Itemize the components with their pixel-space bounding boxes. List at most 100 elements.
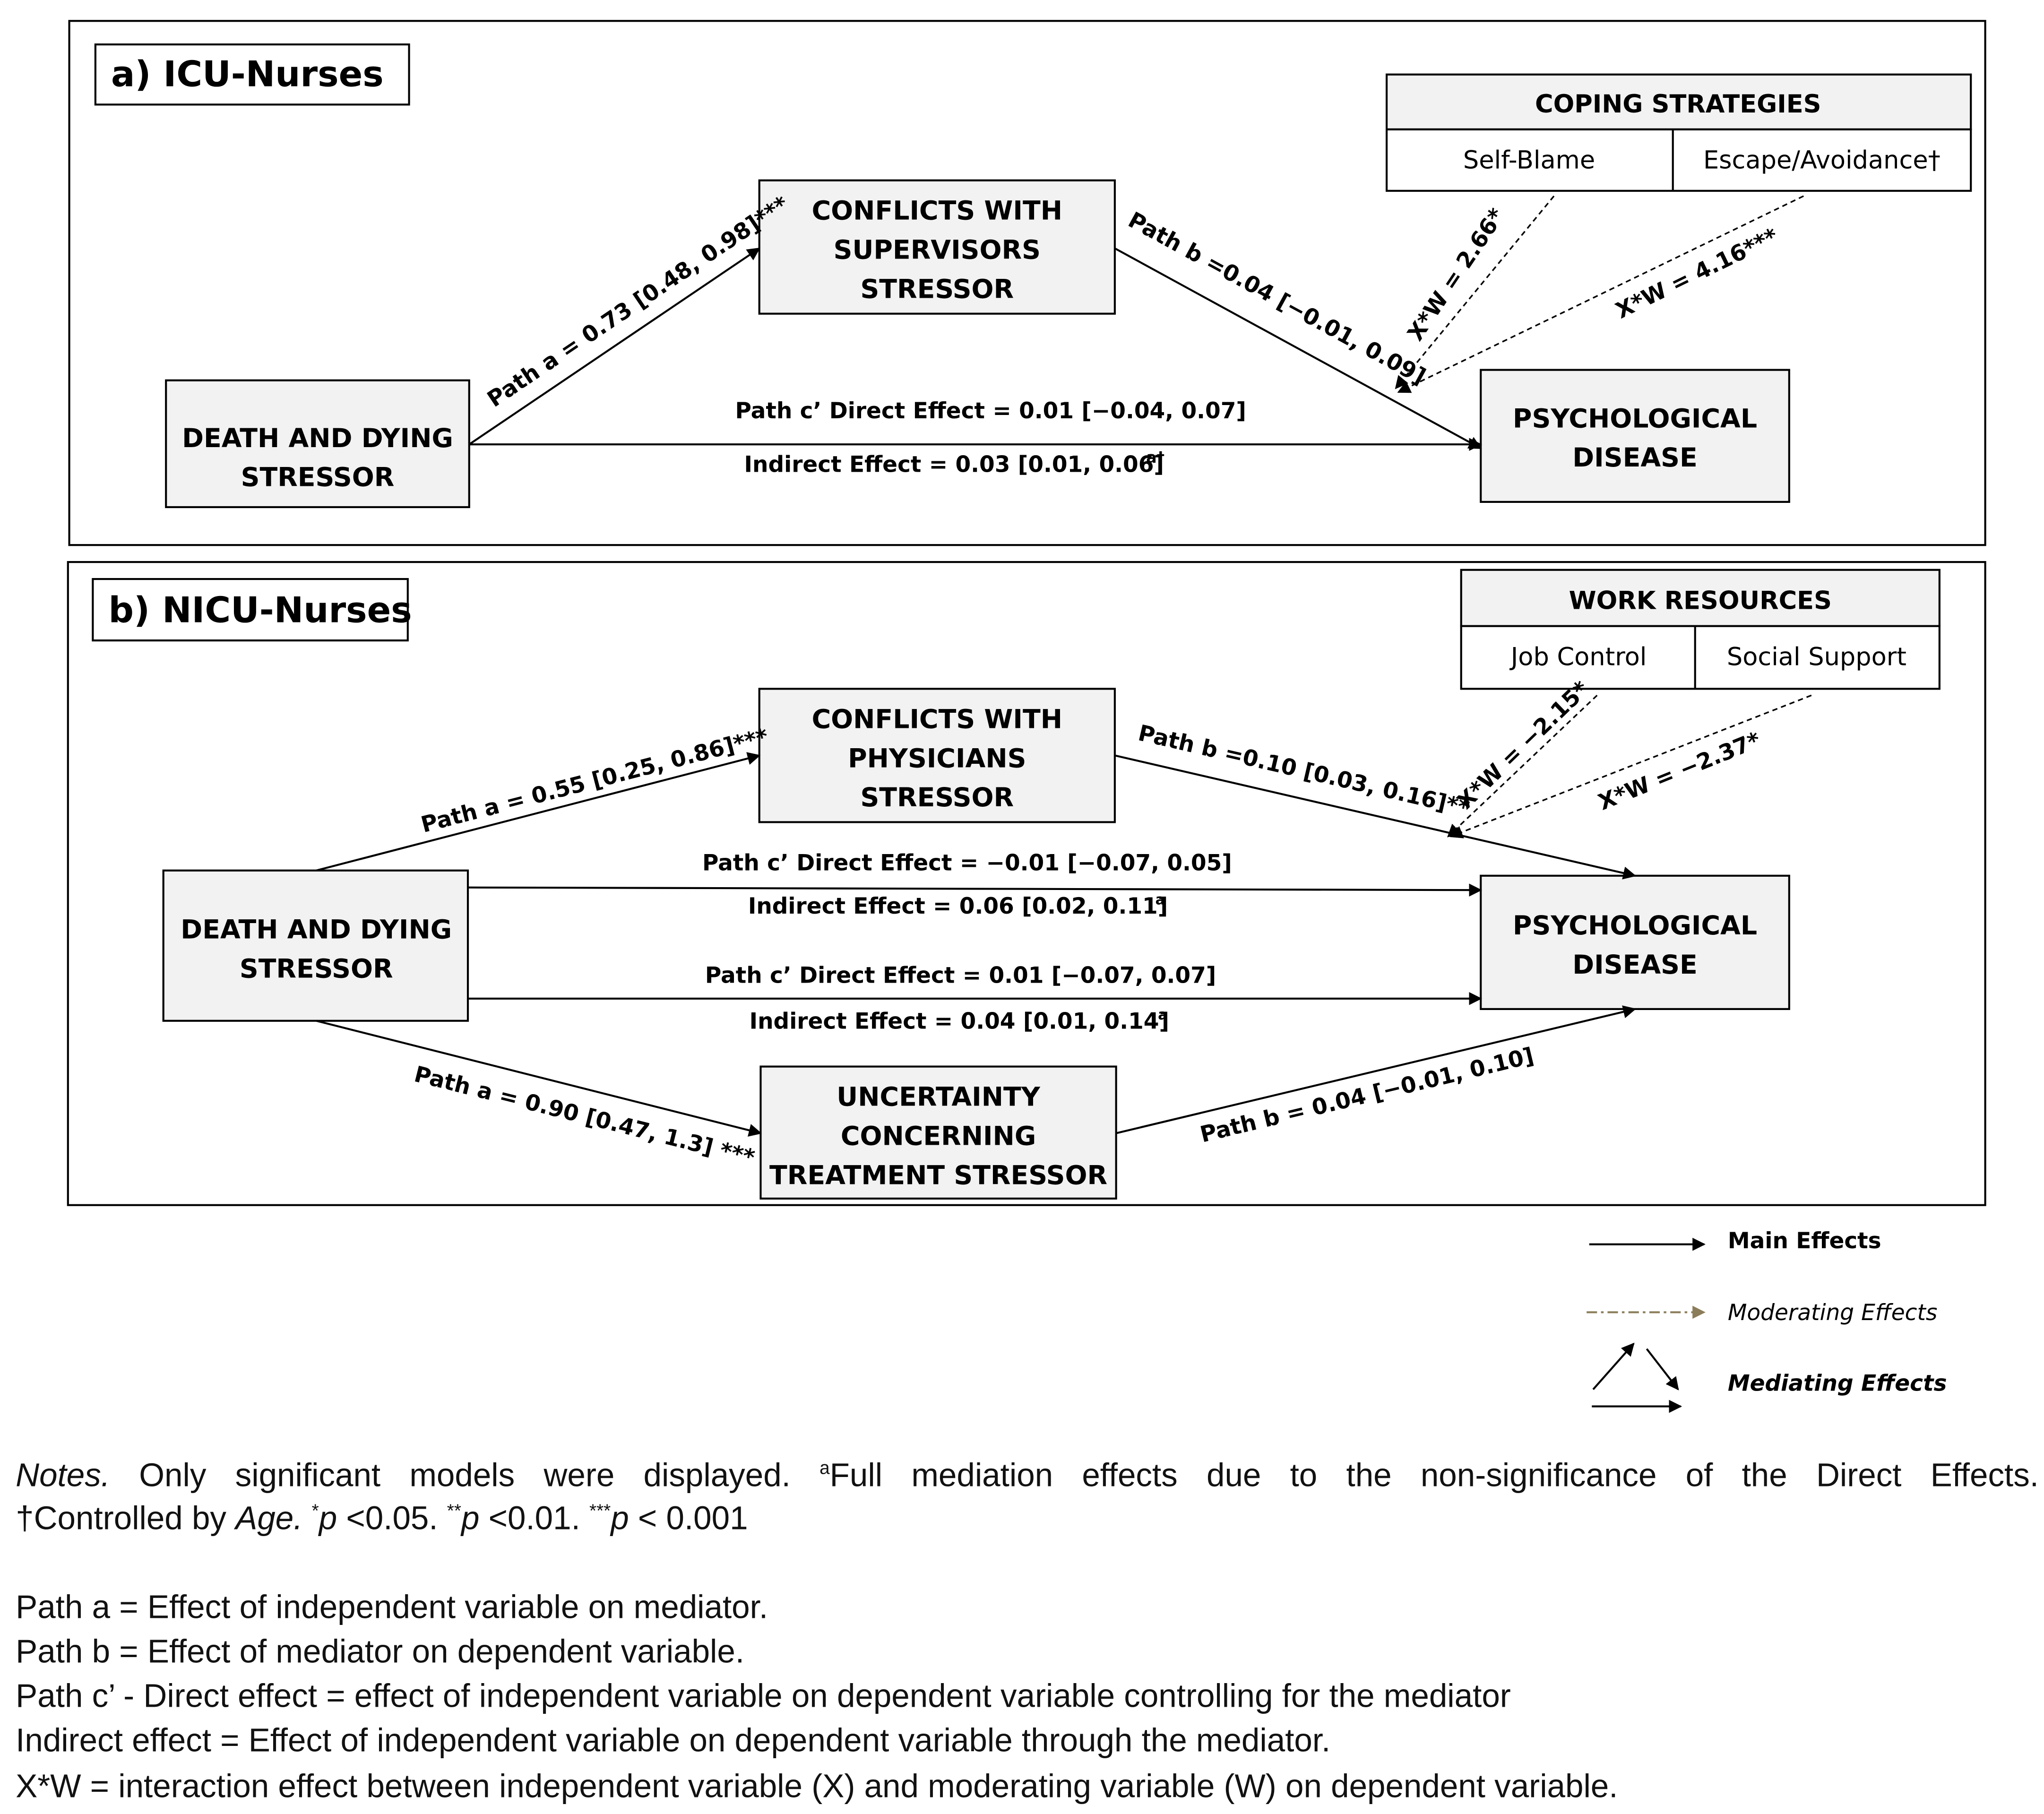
notes-line-1: Notes. Only significant models were disp… <box>16 1453 2039 1498</box>
notes-sup-a: a <box>819 1457 830 1478</box>
indirect-mark-a: a† <box>1146 448 1164 466</box>
legend: Main Effects Moderating Effects Mediatin… <box>1587 1228 1947 1413</box>
death-dying-line1-a: DEATH AND DYING <box>182 423 453 454</box>
path-a-label-b2: Path a = 0.90 [0.47, 1.3] *** <box>412 1061 757 1171</box>
indirect-label-b1: Indirect Effect = 0.06 [0.02, 0.11] <box>748 893 1168 919</box>
psychological-disease-line1-b: PSYCHOLOGICAL <box>1513 911 1757 941</box>
p-symbol-1: p <box>319 1500 337 1538</box>
uncertainty-treatment-box <box>759 1065 1117 1200</box>
notes-tail: Full mediation effects due to the non-si… <box>829 1457 2039 1494</box>
death-dying-line2-a: STRESSOR <box>241 463 395 493</box>
conflicts-supervisors-line2: SUPERVISORS <box>834 235 1041 266</box>
notes-controlled: †Controlled by <box>16 1500 236 1538</box>
path-b-arrow-b2 <box>1116 1005 1637 1134</box>
path-a-label-a: Path a = 0.73 [0.48, 0.98]*** <box>483 191 793 412</box>
mediation-diagram: a) ICU-Nurses COPING STRATEGIES Self-Bla… <box>67 20 1986 1413</box>
sig-3-mark: *** <box>589 1500 611 1521</box>
legend-moderating-label: Moderating Effects <box>1728 1300 1938 1326</box>
panel-b: b) NICU-Nurses WORK RESOURCES Job Contro… <box>67 561 1986 1206</box>
panel-b-title: b) NICU-Nurses <box>109 589 412 631</box>
psychological-disease-node-a: PSYCHOLOGICAL DISEASE <box>1480 369 1790 503</box>
path-c-label-a: Path c’ Direct Effect = 0.01 [−0.04, 0.0… <box>735 398 1246 424</box>
path-b-label-a: Path b =0.04 [−0.01, 0.09] <box>1124 207 1430 390</box>
notes-age: Age. <box>235 1500 303 1538</box>
def-xw: X*W = interaction effect between indepen… <box>16 1768 1618 1805</box>
indirect-mark-b2: a <box>1158 1007 1168 1023</box>
path-b-label-b1: Path b =0.10 [0.03, 0.16]** <box>1136 720 1472 821</box>
work-resources-header <box>1460 569 1941 627</box>
death-dying-box-b <box>162 869 469 1022</box>
def-path-b: Path b = Effect of mediator on dependent… <box>16 1633 745 1671</box>
def-path-c: Path c’ - Direct effect = effect of inde… <box>16 1678 1511 1715</box>
panel-b-frame <box>67 561 1986 1206</box>
path-c-arrow-b1 <box>468 883 1482 897</box>
p-symbol-2: p <box>461 1500 480 1538</box>
death-dying-box-a <box>165 379 470 509</box>
job-control-label: Job Control <box>1509 643 1647 672</box>
indirect-label-a: Indirect Effect = 0.03 [0.01, 0.06] <box>744 451 1164 477</box>
notes-text: Only significant models were displayed. <box>110 1457 820 1494</box>
notes-line-2: †Controlled by Age. *p <0.05. **p <0.01.… <box>16 1496 2039 1541</box>
indirect-mark-b1: a <box>1156 892 1165 908</box>
uncertainty-line1: UNCERTAINTY <box>837 1082 1040 1113</box>
path-a-arrow-b1 <box>316 752 761 872</box>
path-a-label-b1: Path a = 0.55 [0.25, 0.86]*** <box>418 724 771 838</box>
work-resources-box: WORK RESOURCES Job Control Social Suppor… <box>1460 569 1941 690</box>
conflicts-supervisors-line1: CONFLICTS WITH <box>812 196 1062 226</box>
conflicts-supervisors-node: CONFLICTS WITH SUPERVISORS STRESSOR <box>758 179 1116 315</box>
conflicts-supervisors-box <box>758 179 1116 315</box>
legend-mediating-arrow-up <box>1592 1342 1635 1390</box>
conflicts-physicians-line2: PHYSICIANS <box>848 743 1026 774</box>
xw-label-job-control: X*W = −2.15* <box>1452 676 1595 814</box>
panel-a-frame <box>68 20 1986 546</box>
panel-a-title: a) ICU-Nurses <box>111 54 384 95</box>
psychological-disease-line2-b: DISEASE <box>1572 950 1697 980</box>
path-a-arrow-b2 <box>316 1019 762 1137</box>
coping-strategies-body <box>1386 128 1972 192</box>
notes-label: Notes. <box>16 1457 111 1494</box>
legend-mediating-label: Mediating Effects <box>1728 1370 1947 1396</box>
death-dying-node-a: DEATH AND DYING STRESSOR <box>165 379 470 509</box>
moderation-arrow-self-blame <box>1395 195 1555 389</box>
def-path-a: Path a = Effect of independent variable … <box>16 1589 768 1626</box>
legend-main-label: Main Effects <box>1728 1228 1881 1254</box>
xw-label-social-support: X*W = −2.37* <box>1595 727 1764 816</box>
sig-3: < 0.001 <box>629 1500 748 1538</box>
conflicts-physicians-node: CONFLICTS WITH PHYSICIANS STRESSOR <box>758 688 1116 823</box>
work-resources-title: WORK RESOURCES <box>1569 587 1832 615</box>
legend-mediating-arrow-down <box>1646 1348 1679 1391</box>
conflicts-physicians-line3: STRESSOR <box>860 783 1014 813</box>
social-support-label: Social Support <box>1727 643 1906 672</box>
panel-b-title-box <box>92 578 409 642</box>
psychological-disease-line2-a: DISEASE <box>1572 443 1697 473</box>
indirect-label-b2: Indirect Effect = 0.04 [0.01, 0.14] <box>750 1008 1169 1034</box>
escape-avoidance-label: Escape/Avoidance† <box>1703 146 1941 175</box>
conflicts-supervisors-line3: STRESSOR <box>860 275 1014 305</box>
moderation-arrow-social-support <box>1449 694 1812 838</box>
work-resources-body <box>1460 625 1941 690</box>
sig-1-mark: * <box>311 1500 319 1521</box>
moderation-arrow-job-control <box>1447 694 1598 838</box>
sig-2-mark: ** <box>447 1500 461 1521</box>
path-b-arrow-a <box>1114 247 1482 449</box>
sig-1: <0.05. <box>337 1500 447 1538</box>
psychological-disease-node-b: PSYCHOLOGICAL DISEASE <box>1480 874 1790 1010</box>
panel-a-title-box <box>94 43 410 106</box>
uncertainty-treatment-node: UNCERTAINTY CONCERNING TREATMENT STRESSO… <box>759 1065 1117 1200</box>
sig-2: <0.01. <box>479 1500 590 1538</box>
self-blame-label: Self-Blame <box>1463 146 1595 175</box>
path-c-label-b2: Path c’ Direct Effect = 0.01 [−0.07, 0.0… <box>705 963 1216 989</box>
panel-a: a) ICU-Nurses COPING STRATEGIES Self-Bla… <box>68 20 1986 546</box>
death-dying-node-b: DEATH AND DYING STRESSOR <box>162 869 469 1022</box>
psychological-disease-line1-a: PSYCHOLOGICAL <box>1513 404 1757 434</box>
conflicts-physicians-line1: CONFLICTS WITH <box>812 704 1062 734</box>
death-dying-line1-b: DEATH AND DYING <box>181 915 452 945</box>
coping-strategies-box: COPING STRATEGIES Self-Blame Escape/Avoi… <box>1386 73 1972 192</box>
coping-strategies-header <box>1386 73 1972 130</box>
path-a-arrow-a <box>468 247 760 445</box>
psychological-disease-box-b <box>1480 874 1790 1010</box>
coping-strategies-title: COPING STRATEGIES <box>1535 90 1821 119</box>
path-c-label-b1: Path c’ Direct Effect = −0.01 [−0.07, 0.… <box>702 850 1232 876</box>
moderation-arrow-escape <box>1397 195 1804 393</box>
